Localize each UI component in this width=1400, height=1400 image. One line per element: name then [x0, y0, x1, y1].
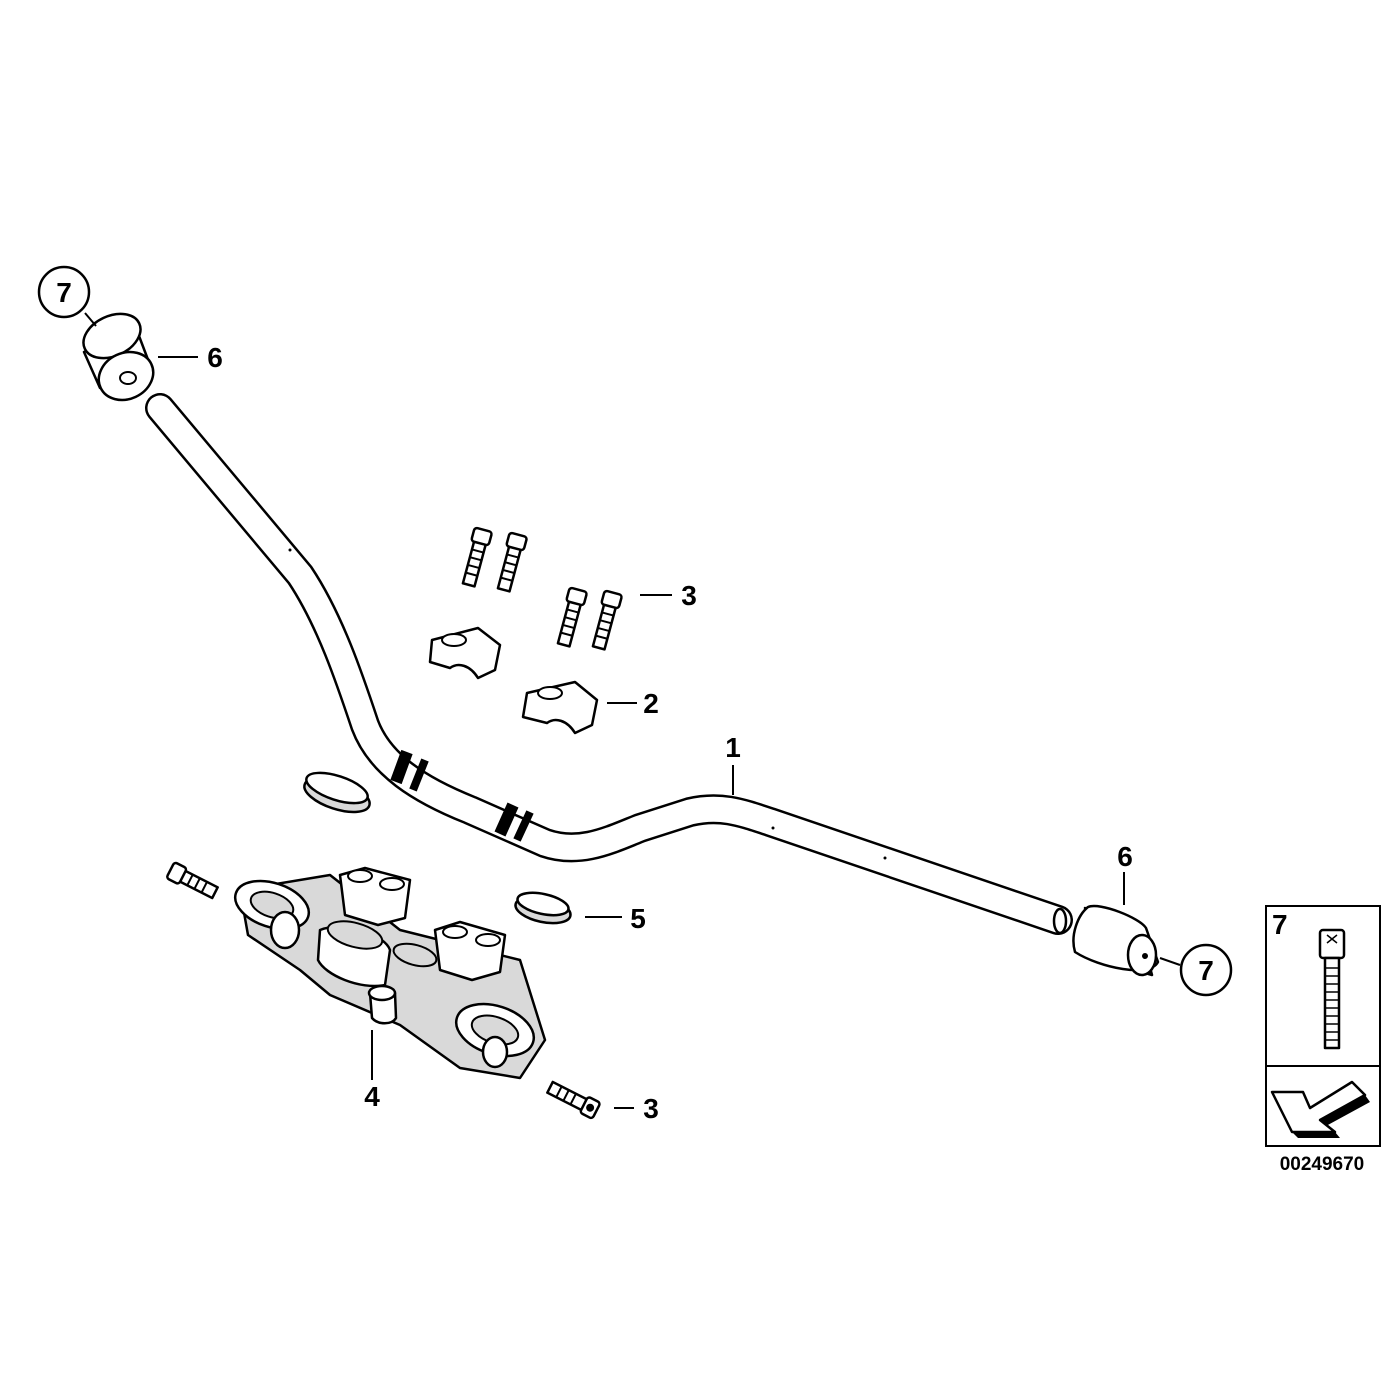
rubber-grommet-left — [303, 771, 371, 814]
rubber-grommet-right — [514, 891, 572, 925]
callout-2-clamp: 2 — [643, 688, 659, 719]
callout-6-end-weight-left: 6 — [207, 342, 223, 373]
bar-end-weight-left — [82, 312, 155, 402]
handlebar-riser-bridge — [233, 866, 547, 1080]
diagram-reference-number: 00249670 — [1280, 1154, 1365, 1175]
screw-group-upper — [461, 526, 623, 651]
handlebar-clamp-upper — [428, 626, 502, 680]
callout-circle-7-right: 7 — [1179, 943, 1233, 997]
bar-end-weight-right — [1072, 904, 1160, 977]
callout-circle-7-left: 7 — [37, 265, 91, 319]
screw-lower-right — [546, 1080, 601, 1120]
callout-3-screw-upper: 3 — [681, 580, 697, 611]
callout-5-grommet: 5 — [630, 903, 646, 934]
inset-box: 7 — [1265, 905, 1381, 1147]
inset-screw-icon — [1318, 928, 1346, 1050]
callout-7-left-label: 7 — [56, 277, 72, 308]
spacer-bushing — [367, 984, 398, 1025]
inset-label: 7 — [1272, 909, 1288, 940]
callout-1-handlebar: 1 — [725, 732, 741, 763]
handlebar-tube — [145, 393, 1073, 935]
leader-lines — [84, 312, 1181, 1109]
callout-4-spacer: 4 — [364, 1081, 380, 1112]
callout-3-screw-lower: 3 — [643, 1093, 659, 1124]
callout-6-end-weight-right: 6 — [1117, 841, 1133, 872]
direction-arrow-icon — [1270, 1080, 1370, 1138]
callout-7-right-label: 7 — [1198, 955, 1214, 986]
screw-left — [166, 861, 219, 900]
handlebar-clamp-lower — [521, 680, 599, 735]
